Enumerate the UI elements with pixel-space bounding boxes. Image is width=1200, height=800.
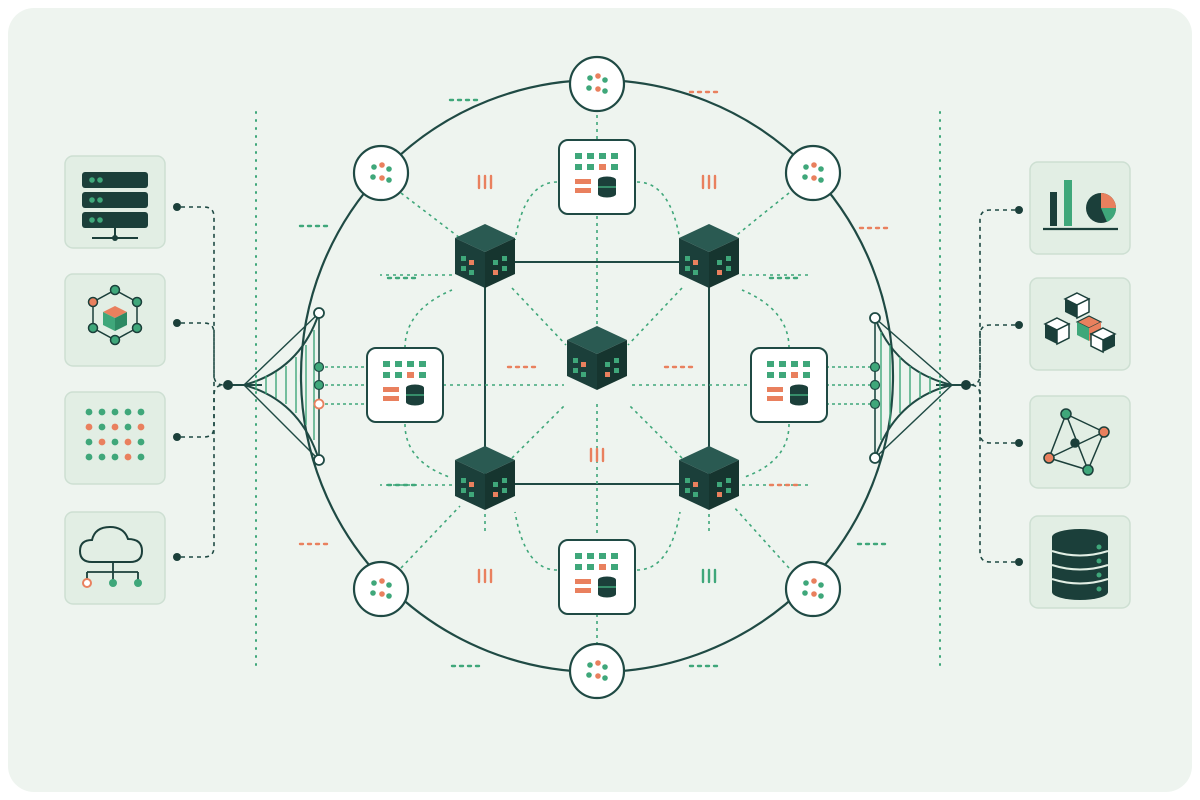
- grid-dot: [111, 453, 119, 461]
- storage-card-bottom[interactable]: [558, 539, 636, 615]
- grid-dot: [98, 423, 106, 431]
- source-card-server[interactable]: [64, 155, 166, 249]
- source-card-cube-network[interactable]: [64, 273, 166, 367]
- grid-dot: [137, 423, 145, 431]
- grid-dot: [98, 453, 106, 461]
- grid-dot: [111, 408, 119, 416]
- grid-dot: [124, 453, 132, 461]
- grid-dot: [85, 423, 93, 431]
- graph-network-icon: [1043, 408, 1110, 476]
- ring-node-bottom-left[interactable]: [352, 560, 410, 618]
- storage-card-right[interactable]: [750, 347, 828, 423]
- grid-dot: [98, 438, 106, 446]
- right-output-list: [1029, 161, 1131, 609]
- grid-dot: [98, 408, 106, 416]
- grid-dot: [111, 423, 119, 431]
- ring-node-top-right[interactable]: [784, 144, 842, 202]
- output-card-cubes[interactable]: [1029, 277, 1131, 371]
- server-rack-icon: [82, 172, 148, 241]
- storage-card-top[interactable]: [558, 139, 636, 215]
- decorative-dashes: [298, 90, 889, 668]
- grid-dot: [124, 438, 132, 446]
- ring-node-top[interactable]: [568, 55, 626, 113]
- canvas-panel: [8, 8, 1192, 792]
- right-connectors: [936, 206, 1023, 566]
- grid-dot: [85, 408, 93, 416]
- dot-grid-icon: [85, 408, 145, 461]
- grid-dot: [124, 423, 132, 431]
- source-card-cloud[interactable]: [64, 511, 166, 605]
- cloud-network-icon: [78, 525, 144, 588]
- grid-dot: [111, 438, 119, 446]
- output-card-database[interactable]: [1029, 515, 1131, 609]
- left-ingest-funnel: [240, 307, 370, 466]
- stacked-cubes-icon: [1043, 292, 1117, 354]
- right-output-funnel: [826, 312, 953, 464]
- output-card-chart[interactable]: [1029, 161, 1131, 255]
- left-source-list: [64, 155, 166, 605]
- grid-dot: [137, 453, 145, 461]
- grid-dot: [85, 438, 93, 446]
- cube-network-icon: [87, 284, 143, 346]
- database-stack-icon: [1051, 529, 1109, 600]
- grid-dot: [137, 438, 145, 446]
- grid-dot: [137, 408, 145, 416]
- output-card-graph[interactable]: [1029, 395, 1131, 489]
- ring-node-top-left[interactable]: [352, 144, 410, 202]
- left-connectors: [173, 203, 262, 561]
- grid-dot: [85, 453, 93, 461]
- source-card-dot-grid[interactable]: [64, 391, 166, 485]
- bar-pie-chart-icon: [1043, 180, 1118, 231]
- grid-dot: [124, 408, 132, 416]
- ring-node-bottom-right[interactable]: [784, 560, 842, 618]
- ring-node-bottom[interactable]: [568, 642, 626, 700]
- storage-card-left[interactable]: [366, 347, 444, 423]
- cluster-links: [380, 108, 810, 645]
